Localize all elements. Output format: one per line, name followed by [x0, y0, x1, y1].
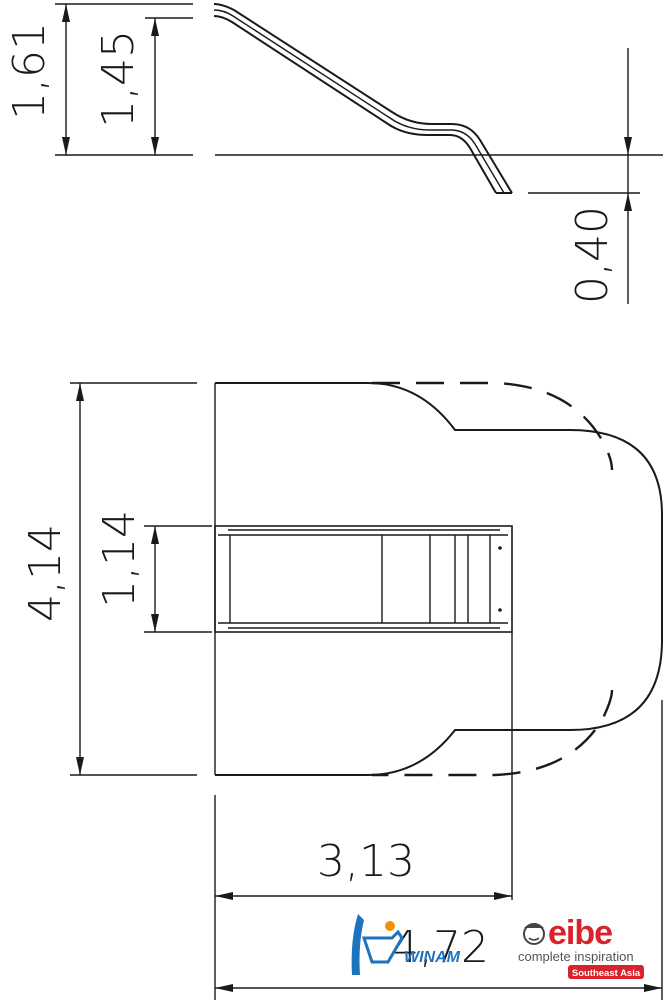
eibe-hair-icon: [524, 923, 544, 928]
dim-label-platform-height: 1,45: [93, 30, 144, 128]
arrow-right-icon: [494, 892, 512, 900]
arrow-down-icon: [151, 614, 159, 632]
arrow-right-icon: [644, 984, 662, 992]
slide-profile-top: [213, 3, 513, 194]
plan-view: 4,14 1,14 3,13 4,72: [20, 381, 663, 1000]
dim-label-total-height: 1,61: [4, 22, 55, 120]
bolt-icon: [498, 608, 502, 612]
arrow-up-icon: [76, 383, 84, 401]
arrow-left-icon: [215, 892, 233, 900]
bolt-icon: [498, 546, 502, 550]
slide-chute-plan: [214, 525, 513, 900]
dim-label-length-inner: 3,13: [317, 836, 415, 887]
eibe-region-label: Southeast Asia: [572, 968, 641, 979]
arrow-up-icon: [62, 4, 70, 22]
arrow-up-icon: [624, 193, 632, 211]
dim-label-depth-below: 0,40: [567, 206, 618, 304]
dim-label-slide-width: 1,14: [94, 510, 145, 608]
arrow-up-icon: [151, 18, 159, 36]
winam-logo: WINAM: [351, 914, 461, 975]
arrow-left-icon: [215, 984, 233, 992]
winam-head-icon: [385, 921, 395, 931]
arrow-down-icon: [624, 137, 632, 155]
chute-outline: [214, 525, 513, 633]
side-view: 1,61 1,45 0,40: [4, 3, 663, 304]
eibe-wordmark: eibe: [548, 914, 612, 952]
arrow-down-icon: [62, 137, 70, 155]
safety-zone-solid-outline: [215, 382, 663, 776]
safety-zone-dashed-outline: [372, 381, 614, 777]
eibe-logo: eibe complete inspiration Southeast Asia: [518, 914, 644, 979]
slide-profile-bottom: [213, 15, 497, 194]
arrow-up-icon: [151, 526, 159, 544]
winam-w-icon: [361, 929, 404, 964]
dim-label-length-overall: 4,72: [391, 922, 489, 973]
arrow-down-icon: [76, 757, 84, 775]
eibe-tagline: complete inspiration: [518, 949, 634, 964]
winam-wordmark: WINAM: [404, 949, 461, 966]
winam-figure-icon: [351, 914, 364, 975]
dim-label-overall-width: 4,14: [20, 524, 71, 622]
slide-profile-inner: [213, 9, 505, 194]
arrow-down-icon: [151, 137, 159, 155]
eibe-smile-icon: [528, 937, 540, 941]
eibe-region-badge: [568, 965, 644, 979]
